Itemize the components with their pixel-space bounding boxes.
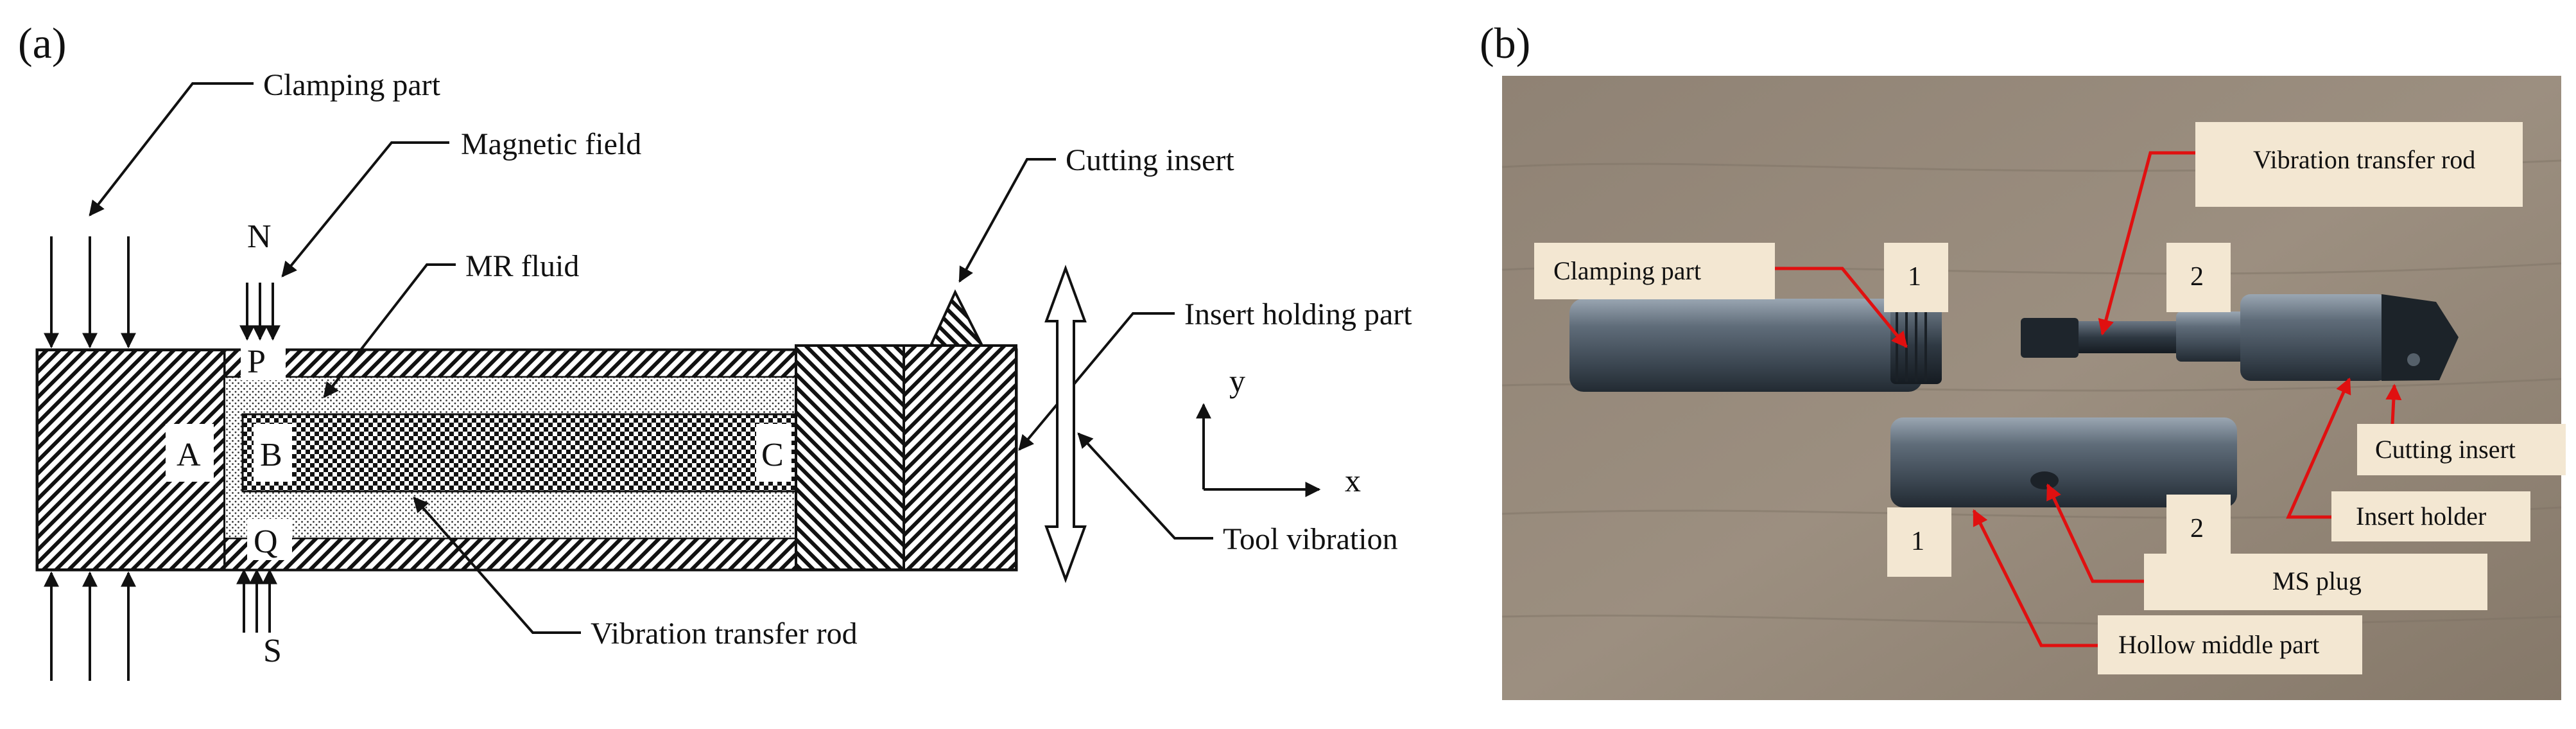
point-b-label: B bbox=[260, 437, 282, 473]
insert-holding-part bbox=[903, 344, 1017, 571]
point-n-label: N bbox=[247, 218, 272, 255]
leader-cutting-insert bbox=[958, 158, 1056, 283]
point-q-label: Q bbox=[254, 523, 278, 560]
box-cutting-insert bbox=[2357, 424, 2566, 475]
axis-x-label: x bbox=[1345, 462, 1361, 498]
box-insert-holder bbox=[2331, 491, 2530, 541]
callout-magnetic-field: Magnetic field bbox=[461, 127, 641, 161]
label-b-vibration-rod: Vibration transfer rod bbox=[2253, 145, 2475, 174]
leader-magnetic-field bbox=[281, 141, 449, 277]
leader-vibration-rod bbox=[413, 496, 581, 634]
top-wall bbox=[223, 349, 797, 378]
panel-b: (b) bbox=[1480, 19, 2566, 700]
tag-1-bottom-box bbox=[1887, 507, 1951, 577]
label-b-ms-plug: MS plug bbox=[2272, 567, 2362, 595]
callout-clamping-part: Clamping part bbox=[263, 68, 441, 102]
photo-clamping-part bbox=[1569, 299, 1942, 392]
photo-vibration-rod bbox=[2021, 294, 2459, 381]
leader-b-ms-plug bbox=[2046, 483, 2147, 583]
callout-cutting-insert: Cutting insert bbox=[1066, 143, 1234, 177]
box-vibration-rod bbox=[2195, 122, 2523, 207]
label-box-b bbox=[254, 424, 292, 482]
leader-b-vibration-rod bbox=[2098, 151, 2199, 336]
leader-b-clamping-part bbox=[1773, 267, 1908, 348]
panel-a: (a) A B C P Q N S bbox=[18, 19, 1412, 681]
point-p-label: P bbox=[247, 344, 266, 380]
label-b-clamping-part: Clamping part bbox=[1553, 256, 1701, 285]
bottom-wall bbox=[223, 537, 797, 571]
tag-2-bottom-box bbox=[2166, 495, 2231, 564]
point-c-label: C bbox=[761, 437, 784, 473]
box-clamping-part bbox=[1534, 243, 1775, 299]
callout-vibration-rod: Vibration transfer rod bbox=[591, 617, 858, 651]
leader-insert-holding-part bbox=[1018, 312, 1175, 451]
vibration-rod bbox=[241, 413, 797, 493]
panel-b-label: (b) bbox=[1480, 19, 1530, 67]
leader-clamping-part bbox=[89, 82, 254, 216]
tag-1-top-box bbox=[1884, 243, 1948, 312]
callout-insert-holding-part: Insert holding part bbox=[1184, 297, 1412, 331]
label-b-insert-holder: Insert holder bbox=[2356, 502, 2486, 531]
leader-mr-fluid bbox=[323, 263, 456, 398]
cutting-insert bbox=[928, 289, 985, 347]
callout-mr-fluid: MR fluid bbox=[465, 249, 579, 283]
point-a-label: A bbox=[177, 437, 201, 473]
tag-2-top: 2 bbox=[2190, 262, 2204, 292]
box-hollow-middle bbox=[2098, 615, 2362, 674]
tag-1-bottom: 1 bbox=[1911, 527, 1924, 556]
leader-tool-vibration bbox=[1077, 432, 1213, 540]
tool-vibration-double-arrow bbox=[1044, 265, 1087, 583]
leader-b-insert-holder bbox=[2286, 377, 2351, 519]
tag-1-top: 1 bbox=[1908, 262, 1921, 292]
axis-y-label: y bbox=[1229, 363, 1245, 399]
label-box-p bbox=[241, 339, 286, 380]
callout-tool-vibration: Tool vibration bbox=[1223, 522, 1398, 556]
tag-2-bottom: 2 bbox=[2190, 514, 2204, 543]
label-box-q bbox=[247, 519, 292, 560]
point-s-label: S bbox=[263, 633, 282, 669]
right-plug-block bbox=[795, 344, 905, 571]
label-b-cutting-insert: Cutting insert bbox=[2375, 435, 2516, 464]
label-box-a bbox=[166, 424, 214, 482]
tag-2-top-box bbox=[2166, 243, 2231, 312]
label-box-c bbox=[756, 424, 791, 482]
leader-b-hollow-middle bbox=[1972, 509, 2099, 647]
label-b-hollow-middle: Hollow middle part bbox=[2118, 630, 2319, 659]
panel-a-label: (a) bbox=[18, 19, 66, 67]
photo-hollow-middle-part bbox=[1890, 417, 2237, 507]
